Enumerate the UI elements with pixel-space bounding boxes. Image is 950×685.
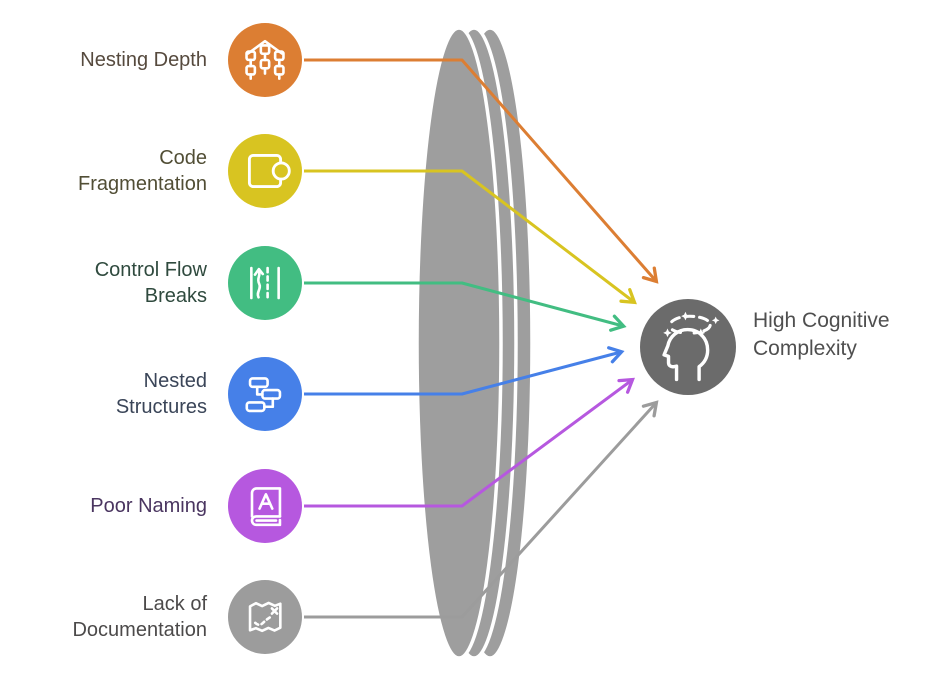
road-lanes-icon	[228, 246, 302, 320]
factor-row-poor-naming: Poor Naming	[0, 469, 302, 543]
factor-row-nesting-depth: Nesting Depth	[0, 23, 302, 97]
treasure-map-icon	[228, 580, 302, 654]
factor-row-control-flow-breaks: Control Flow Breaks	[0, 246, 302, 320]
factor-label: Lack of Documentation	[72, 592, 207, 641]
puzzle-icon	[228, 134, 302, 208]
factor-label: Nesting Depth	[80, 48, 207, 71]
factor-label: Code Fragmentation	[78, 146, 207, 195]
arrow-nesting-depth	[304, 58, 659, 284]
arrows	[304, 58, 659, 619]
factor-row-nested-structures: Nested Structures	[0, 357, 302, 431]
hierarchy-icon	[228, 23, 302, 97]
factor-label: Nested Structures	[115, 369, 207, 418]
arrow-lack-of-documentation	[304, 400, 659, 619]
arrow-poor-naming	[304, 377, 635, 508]
flowchart-icon	[228, 357, 302, 431]
dictionary-book-icon	[228, 469, 302, 543]
arrow-control-flow-breaks	[304, 281, 627, 332]
lens-shape	[415, 26, 534, 660]
factor-row-code-fragmentation: Code Fragmentation	[0, 134, 302, 208]
factor-label: Control Flow Breaks	[94, 258, 207, 307]
dizzy-head-icon	[640, 299, 736, 395]
arrow-code-fragmentation	[304, 169, 637, 305]
arrow-nested-structures	[304, 346, 625, 396]
outcome-label: High Cognitive Complexity	[753, 309, 890, 360]
factor-row-lack-of-documentation: Lack of Documentation	[0, 580, 302, 654]
factor-label: Poor Naming	[90, 494, 207, 517]
lens-layer-front	[415, 26, 503, 660]
